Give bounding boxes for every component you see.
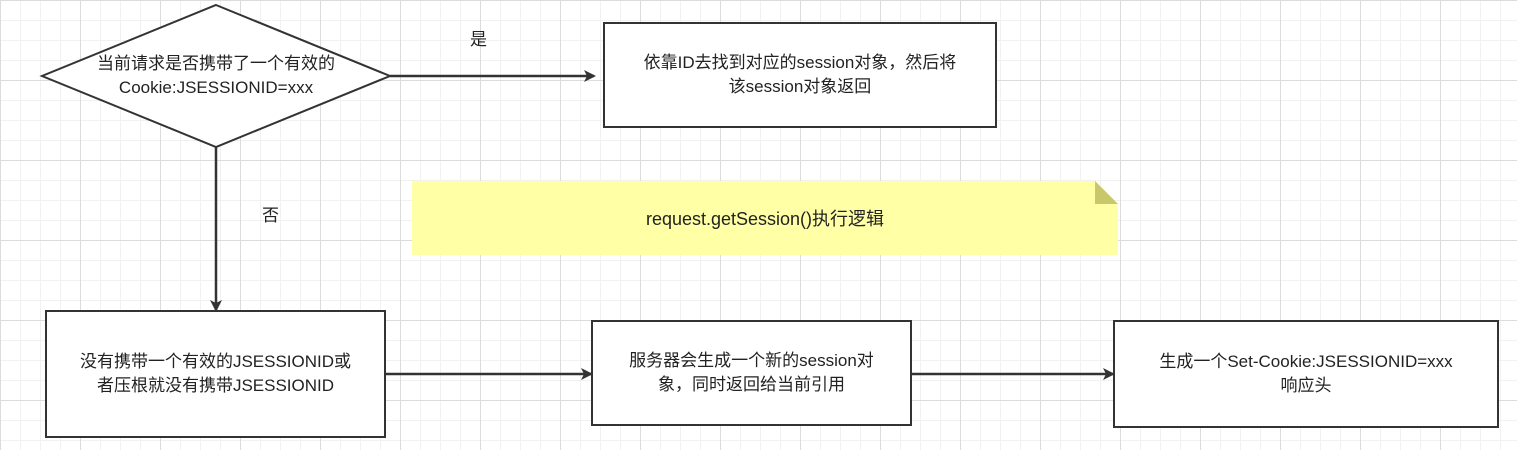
node-no-session: 没有携带一个有效的JSESSIONID或 者压根就没有携带JSESSIONID <box>45 310 386 438</box>
note-shape <box>412 181 1118 255</box>
node-return-session: 依靠ID去找到对应的session对象，然后将 该session对象返回 <box>603 22 997 128</box>
note-sticky: request.getSession()执行逻辑 <box>412 181 1118 255</box>
note-text: request.getSession()执行逻辑 <box>645 209 885 229</box>
edge-no-label: 否 <box>262 206 279 225</box>
node-create-session: 服务器会生成一个新的session对 象，同时返回给当前引用 <box>591 320 912 426</box>
edge-yes-label: 是 <box>470 30 487 49</box>
decision-text: 当前请求是否携带了一个有效的 Cookie:JSESSIONID=xxx <box>97 54 335 97</box>
node-set-cookie: 生成一个Set-Cookie:JSESSIONID=xxx 响应头 <box>1113 320 1499 428</box>
